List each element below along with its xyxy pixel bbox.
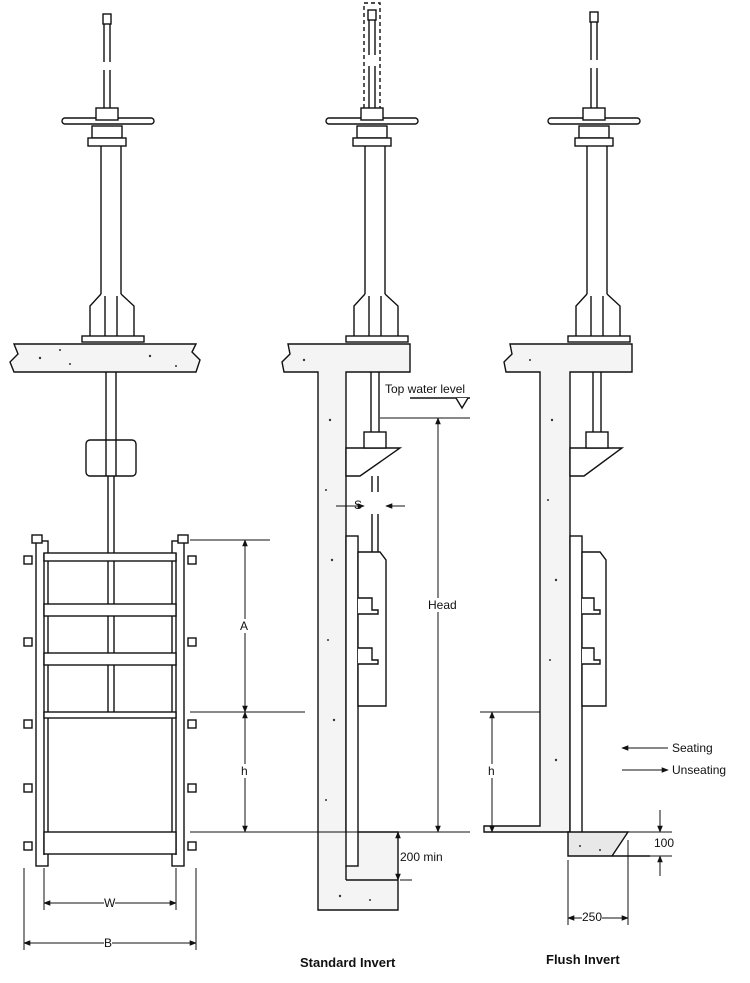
h-label-left: h <box>241 764 248 778</box>
head-label: Head <box>428 598 457 612</box>
s-label: S <box>354 498 363 512</box>
standard-invert-section <box>281 2 470 911</box>
standard-invert-caption: Standard Invert <box>300 955 396 970</box>
flush-invert-caption: Flush Invert <box>546 952 620 967</box>
a-label: A <box>240 619 249 633</box>
front-dimensions <box>23 539 305 950</box>
dim-100-label: 100 <box>654 836 675 850</box>
flush-invert-section <box>483 11 650 857</box>
top-water-level-label: Top water level <box>385 382 466 396</box>
concrete-hatching <box>38 349 601 901</box>
h-label-right: h <box>488 764 495 778</box>
seating-label: Seating <box>672 741 713 755</box>
b-label: B <box>104 936 113 950</box>
standard-dimensions <box>300 417 470 881</box>
dim-250-label: 250 <box>582 910 603 924</box>
min-200-label: 200 min <box>400 850 443 864</box>
unseating-label: Unseating <box>672 763 727 777</box>
w-label: W <box>104 896 116 910</box>
front-elevation <box>9 13 201 867</box>
